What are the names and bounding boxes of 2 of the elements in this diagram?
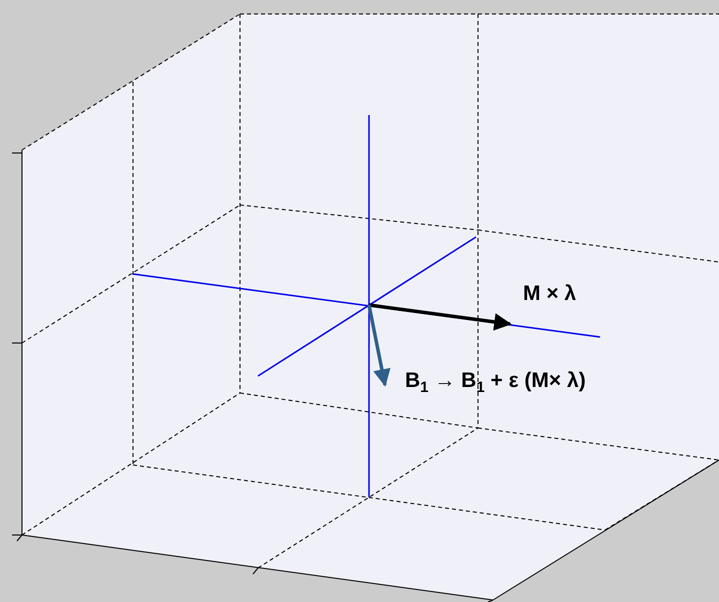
vector-label: M × λ bbox=[523, 283, 576, 304]
vector-label: B$_{1}$ → B$_{1}$ + ε (M× λ) bbox=[405, 370, 586, 395]
